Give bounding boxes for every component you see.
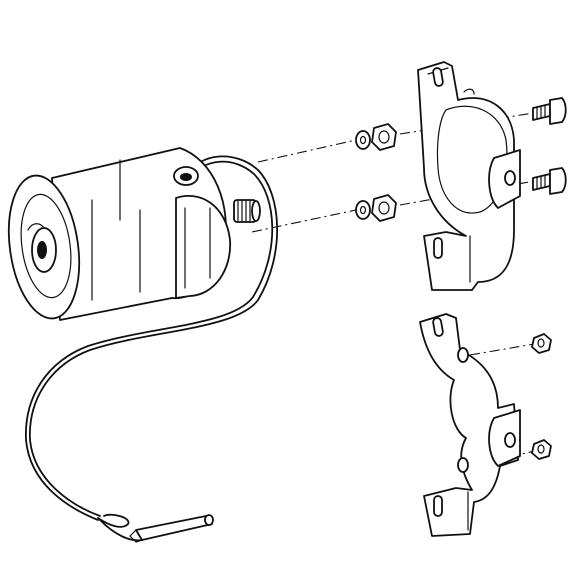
washers bbox=[355, 130, 371, 220]
mounting-bracket-lower bbox=[419, 313, 521, 537]
motor bbox=[7, 147, 261, 321]
screw-lower bbox=[532, 167, 567, 195]
motor-cable bbox=[25, 155, 278, 543]
hex-nut-small-lower bbox=[531, 439, 552, 460]
screws bbox=[532, 97, 567, 195]
mounting-bracket-upper bbox=[417, 61, 521, 291]
hex-nut-small-upper bbox=[531, 333, 552, 354]
hex-nut-upper bbox=[371, 123, 397, 151]
cable-plug bbox=[129, 514, 214, 543]
motor-shaft-pulley bbox=[233, 199, 261, 223]
screw-upper bbox=[532, 97, 567, 125]
washer-upper bbox=[355, 130, 371, 150]
hex-nut-lower bbox=[371, 194, 397, 222]
washer-lower bbox=[355, 200, 371, 220]
hex-nuts bbox=[371, 123, 552, 460]
